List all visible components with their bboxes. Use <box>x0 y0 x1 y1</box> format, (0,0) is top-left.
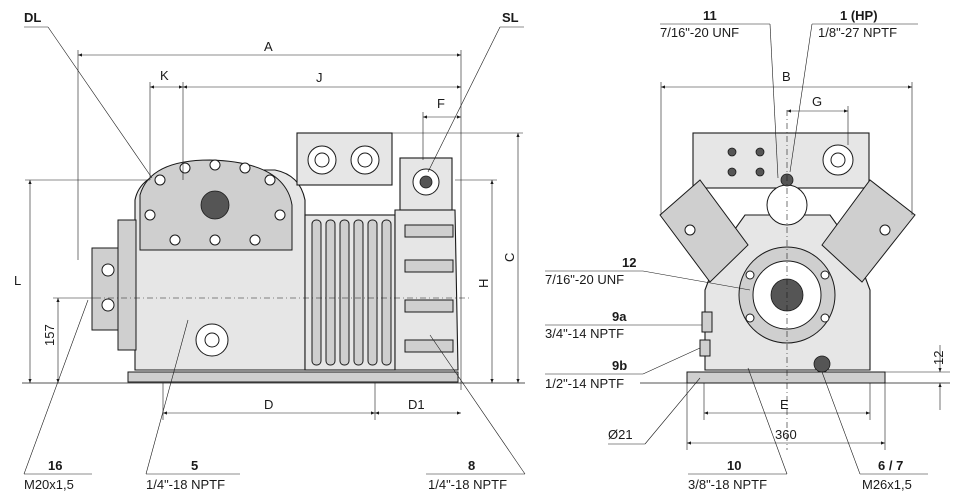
motor-fins <box>311 219 392 366</box>
callout-16-number: 16 <box>48 458 62 473</box>
dim-A: A <box>264 39 273 54</box>
dim-157: 157 <box>42 324 57 346</box>
callout-11-spec: 7/16"-20 UNF <box>660 25 739 40</box>
callout-9b-number: 9b <box>612 358 627 373</box>
side-view-dimensions: A J K F L 157 H C D D1 <box>14 39 523 420</box>
dim-B: B <box>782 69 791 84</box>
dim-360: 360 <box>775 427 797 442</box>
dim-diameter-21: Ø21 <box>608 427 633 442</box>
callout-1-spec: 1/8"-27 NPTF <box>818 25 897 40</box>
dim-J: J <box>316 70 323 85</box>
dim-12: 12 <box>931 351 946 365</box>
dim-G: G <box>812 94 822 109</box>
callout-1-number: 1 (HP) <box>840 8 878 23</box>
head-bolts <box>144 159 286 246</box>
callout-8-number: 8 <box>468 458 475 473</box>
side-view <box>22 132 525 384</box>
dim-E: E <box>780 397 789 412</box>
end-ribs <box>404 224 454 353</box>
callout-9a-spec: 3/4"-14 NPTF <box>545 326 624 341</box>
front-view <box>640 110 950 450</box>
callout-10-spec: 3/8"-18 NPTF <box>688 477 767 492</box>
dim-F: F <box>437 96 445 111</box>
callout-DL: DL <box>24 10 41 25</box>
callout-12-number: 12 <box>622 255 636 270</box>
callout-8-spec: 1/4"-18 NPTF <box>428 477 507 492</box>
callout-6-7-number: 6 / 7 <box>878 458 903 473</box>
callout-11-number: 11 <box>703 8 717 23</box>
callout-12-spec: 7/16"-20 UNF <box>545 272 624 287</box>
dim-K: K <box>160 68 169 83</box>
dim-D: D <box>264 397 273 412</box>
dim-C: C <box>502 253 517 262</box>
flange-bolts <box>745 270 830 323</box>
callout-SL: SL <box>502 10 519 25</box>
dim-L: L <box>14 273 21 288</box>
callout-9b-spec: 1/2"-14 NPTF <box>545 376 624 391</box>
callout-10-number: 10 <box>727 458 741 473</box>
dim-D1: D1 <box>408 397 425 412</box>
callout-5-number: 5 <box>191 458 198 473</box>
callout-5-spec: 1/4"-18 NPTF <box>146 477 225 492</box>
front-view-dimensions: B G E 360 12 Ø21 <box>608 69 950 450</box>
front-view-callouts: 11 7/16"-20 UNF 1 (HP) 1/8"-27 NPTF 12 7… <box>545 8 928 492</box>
dim-H: H <box>476 279 491 288</box>
top-plate-holes <box>727 147 765 177</box>
callout-9a-number: 9a <box>612 309 627 324</box>
callout-16-spec: M20x1,5 <box>24 477 74 492</box>
side-view-callouts: DL SL 16 M20x1,5 5 1/4"-18 NPTF 8 1/4"-1… <box>23 10 526 492</box>
callout-6-7-spec: M26x1,5 <box>862 477 912 492</box>
